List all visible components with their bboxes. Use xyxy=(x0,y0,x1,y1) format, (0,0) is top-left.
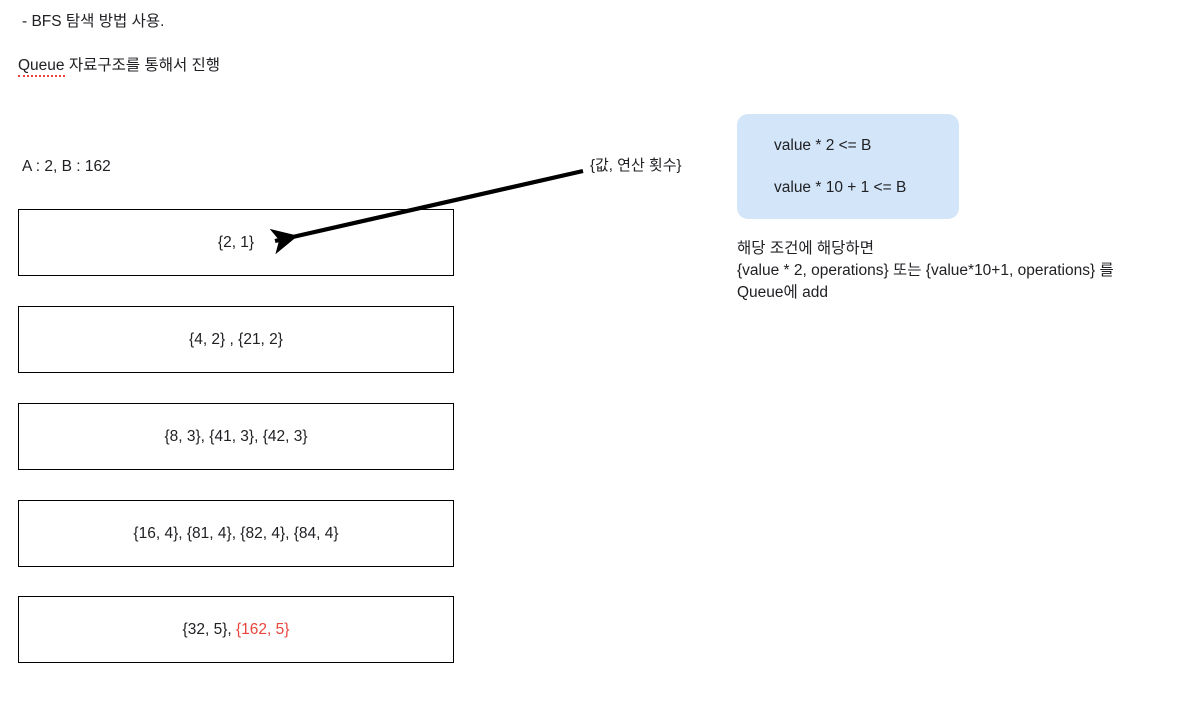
queue-level-box: {2, 1} xyxy=(18,209,454,276)
arrow-label-pair-format: {값, 연산 횟수} xyxy=(590,157,682,174)
queue-level-text-main: {4, 2} , {21, 2} xyxy=(189,330,283,348)
condition-line-1: value * 2 <= B xyxy=(774,137,872,154)
queue-level-text-highlight: {162, 5} xyxy=(236,620,290,638)
explanation-line-3: Queue에 add xyxy=(737,284,828,301)
explanation-line-1: 해당 조건에 해당하면 xyxy=(737,240,874,257)
note-queue-rest: 자료구조를 통해서 진행 xyxy=(64,57,221,74)
queue-level-text: {2, 1} xyxy=(218,233,254,253)
queue-level-text: {16, 4}, {81, 4}, {82, 4}, {84, 4} xyxy=(133,524,338,544)
input-values-label: A : 2, B : 162 xyxy=(22,158,111,175)
queue-level-box: {8, 3}, {41, 3}, {42, 3} xyxy=(18,403,454,470)
queue-level-box: {4, 2} , {21, 2} xyxy=(18,306,454,373)
queue-level-text-main: {2, 1} xyxy=(217,233,255,251)
queue-level-box: {32, 5}, {162, 5} xyxy=(18,596,454,663)
note-queue-structure: Queue 자료구조를 통해서 진행 xyxy=(18,56,221,77)
queue-level-box: {16, 4}, {81, 4}, {82, 4}, {84, 4} xyxy=(18,500,454,567)
condition-callout-box: value * 2 <= B value * 10 + 1 <= B xyxy=(737,114,959,219)
explanation-line-2: {value * 2, operations} 또는 {value*10+1, … xyxy=(737,262,1114,279)
note-bfs-method: - BFS 탐색 방법 사용. xyxy=(22,13,165,30)
queue-level-text-main: {16, 4}, {81, 4}, {82, 4}, {84, 4} xyxy=(133,524,339,542)
queue-level-text-main: {32, 5}, xyxy=(182,620,236,638)
queue-level-text: {4, 2} , {21, 2} xyxy=(189,330,283,350)
spellcheck-word-queue: Queue xyxy=(18,57,65,77)
queue-level-text: {32, 5}, {162, 5} xyxy=(183,620,290,640)
queue-level-text-main: {8, 3}, {41, 3}, {42, 3} xyxy=(164,427,308,445)
queue-level-text: {8, 3}, {41, 3}, {42, 3} xyxy=(164,427,307,447)
condition-line-2: value * 10 + 1 <= B xyxy=(774,179,907,196)
explanation-text: 해당 조건에 해당하면 {value * 2, operations} 또는 {… xyxy=(737,238,1187,304)
